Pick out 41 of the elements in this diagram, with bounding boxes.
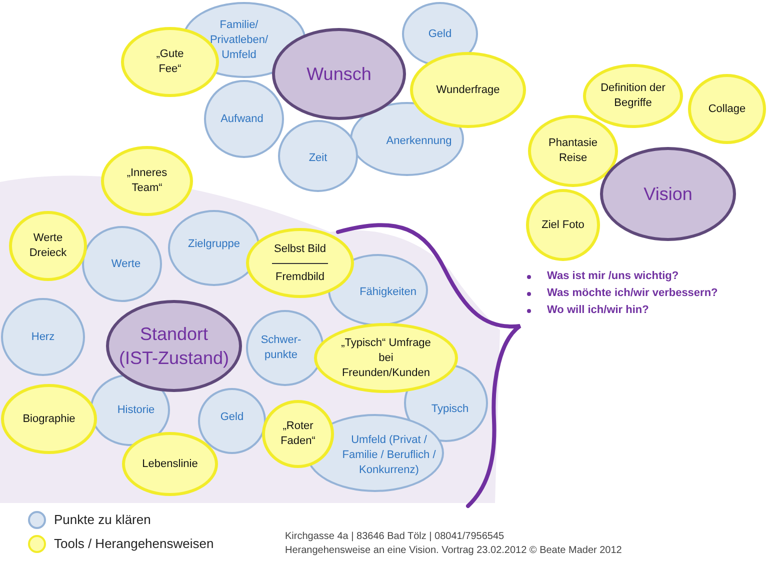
- node-label: Aufwand: [220, 112, 264, 126]
- node-label: Geld: [220, 410, 244, 424]
- footer-text: Kirchgasse 4a | 83646 Bad Tölz | 08041/7956545: [285, 530, 506, 544]
- node-label: Phantasie Reise: [548, 136, 598, 166]
- node-label: „Typisch“ Umfrage bei Freunden/Kunden: [340, 336, 432, 380]
- node-label: Definition der Begriffe: [600, 81, 666, 111]
- legend-label: Tools / Herangehensweisen: [54, 536, 214, 552]
- node-label: „Inneres Team“: [126, 166, 168, 196]
- node-label: „Roter Faden“: [280, 419, 316, 449]
- node-label: Typisch: [431, 402, 469, 416]
- node-label: „Gute Fee“: [155, 47, 185, 77]
- question-text: Was ist mir /uns wichtig?: [547, 269, 679, 284]
- node-label: Zeit: [308, 150, 328, 166]
- node-label: Selbst Bild: [274, 242, 326, 256]
- node-label: Lebenslinie: [142, 456, 198, 472]
- node-label: Wunderfrage: [436, 82, 500, 98]
- topic-ellipse: [204, 80, 284, 158]
- node-label: Fremdbild: [276, 270, 324, 284]
- node-label: (IST-Zustand): [118, 347, 230, 370]
- node-label: Vision: [644, 183, 692, 206]
- node-label: Geld: [428, 26, 452, 42]
- node-label: Ziel Foto: [542, 218, 584, 232]
- node-label: Umfeld (Privat / Familie / Beruflich / Konkurrenz): [341, 432, 437, 478]
- node-label: Werte: [111, 256, 141, 272]
- node-label: Historie: [117, 402, 155, 418]
- node-label: Wunsch: [306, 63, 372, 86]
- legend-label: Punkte zu klären: [54, 512, 151, 528]
- topic-ellipse: [278, 120, 358, 192]
- node-label: Familie/ Privatleben/ Umfeld: [208, 18, 270, 62]
- node-label: Collage: [708, 102, 746, 116]
- question-text: Was möchte ich/wir verbessern?: [547, 286, 718, 301]
- node-label: Fähigkeiten: [360, 284, 416, 300]
- node-label: Herz: [31, 330, 55, 344]
- node-label: Standort: [140, 323, 208, 346]
- node-label: Schwer-punkte: [260, 333, 302, 363]
- node-label: Biographie: [22, 412, 76, 426]
- footer-text: Herangehensweise an eine Vision. Vortrag 23.02.2012 © Beate Mader 2012: [285, 544, 622, 558]
- node-label: Werte Dreieck: [28, 231, 68, 261]
- node-label: Zielgruppe: [188, 236, 240, 252]
- node-label: Anerkennung: [386, 134, 452, 148]
- question-text: Wo will ich/wir hin?: [547, 303, 649, 318]
